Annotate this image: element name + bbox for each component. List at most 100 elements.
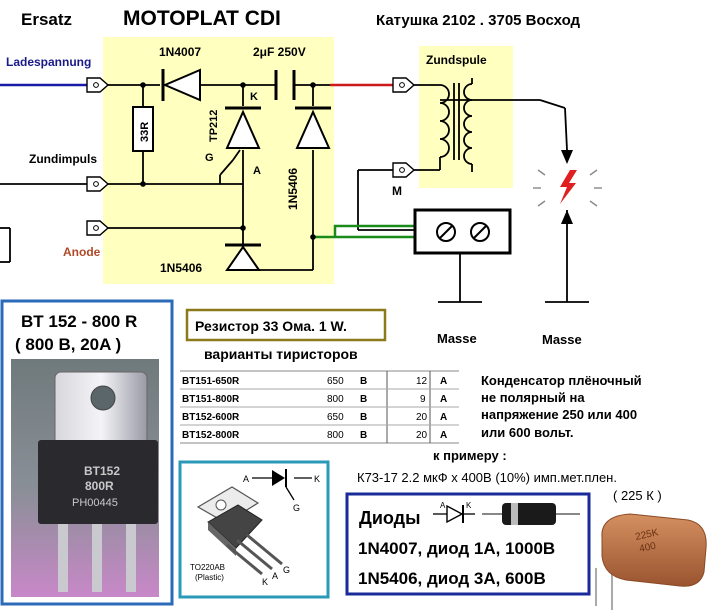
variant-name: BT152-800R: [182, 430, 240, 441]
diode-1n5406-upper: [295, 106, 331, 149]
diodes-sym-k: K: [466, 501, 472, 510]
variants-row-1: BT151-800R 800 B 9 A: [180, 394, 459, 408]
variant-v-unit: B: [360, 394, 367, 405]
variant-v-unit: B: [360, 430, 367, 441]
connector-ladespannung: [86, 77, 110, 93]
variant-voltage: 800: [327, 394, 344, 405]
to220-sym-g: G: [293, 503, 300, 513]
variants-row-2: BT152-600R 650 B 20 A: [180, 412, 459, 426]
bt152-title: BT 152 - 800 R: [21, 312, 137, 331]
variant-current: 12: [416, 376, 428, 387]
connector-anode: [86, 220, 110, 236]
to220-pin-a: A: [272, 571, 278, 581]
d2-label: 1N5406: [286, 168, 300, 210]
chip-mark-2: 800R: [85, 479, 114, 493]
resistor-33r: [132, 106, 154, 152]
variant-current: 20: [416, 412, 428, 423]
to220-package: TO220AB: [190, 563, 225, 572]
cap-note-line-4: или 600 вольт.: [481, 425, 574, 440]
terminal-block: [413, 208, 512, 255]
ignition-coil: [414, 78, 473, 172]
resistor-note: Резистор 33 Ома. 1 W.: [195, 318, 347, 334]
cap-code: ( 225 К ): [613, 488, 662, 503]
circuit-wires: [0, 84, 589, 303]
capacitor-symbol: [274, 70, 296, 100]
variants-row-3: BT152-800R 800 B 20 A: [182, 430, 447, 441]
diode-1n5406-lower: [225, 243, 261, 271]
bt152-rating: ( 800 B, 20A ): [15, 335, 121, 354]
diodes-line-2: 1N5406, диод 3А, 600В: [358, 569, 546, 588]
variants-table: BT151-650R 650 B 12 A BT151-800R 800 B 9…: [180, 370, 459, 444]
variant-voltage: 800: [327, 430, 344, 441]
to220-symbol: [252, 469, 312, 501]
junction-dots: [140, 82, 316, 240]
ersatz-label: Ersatz: [21, 10, 72, 29]
page-title: MOTOPLAT CDI: [123, 7, 281, 30]
cap-note-line-2: не полярный на: [481, 390, 585, 405]
variant-name: BT152-600R: [182, 412, 240, 423]
d1-label: 1N4007: [159, 45, 201, 59]
coil-model-label: Катушка 2102 . 3705 Восход: [376, 12, 581, 29]
variant-i-unit: A: [440, 412, 447, 423]
anode-pin-label: A: [253, 165, 261, 177]
coil-label: Zundspule: [426, 53, 487, 67]
cap-marking-1: 225K: [634, 527, 659, 543]
variant-voltage: 650: [327, 376, 344, 387]
variant-i-unit: A: [440, 376, 447, 387]
chip-mark-3: PH00445: [72, 497, 118, 509]
variant-voltage: 650: [327, 412, 344, 423]
connector-coil-m: [392, 162, 416, 178]
variant-name: BT151-800R: [182, 394, 240, 405]
cap-example-label: к примеру :: [433, 448, 507, 463]
cap-note-line-3: напряжение 250 или 400: [481, 407, 637, 422]
zundimpuls-label: Zundimpuls: [29, 152, 97, 166]
variant-name: BT151-650R: [182, 376, 240, 387]
to220-pin-g: G: [283, 565, 290, 575]
diodes-line-1: 1N4007, диод 1А, 1000В: [358, 539, 555, 558]
capacitor-label: 2μF 250V: [253, 45, 306, 59]
cathode-label: K: [250, 91, 258, 103]
cdi-board-area: [103, 37, 334, 284]
to220-package-drawing: [196, 486, 283, 576]
variant-v-unit: B: [360, 412, 367, 423]
variant-i-unit: A: [440, 394, 447, 405]
thyristor-tp212: [225, 106, 261, 161]
diode-component-photo: [482, 503, 580, 525]
to220-package-note: (Plastic): [195, 573, 224, 582]
ladespannung-label: Ladespannung: [6, 55, 91, 69]
output-green-wire-2: [333, 224, 415, 237]
chip-mark-1: BT152: [84, 464, 120, 478]
resistor-label: 33R: [139, 122, 151, 142]
variant-current: 20: [416, 430, 428, 441]
cap-note-line-1: Конденсатор плёночный: [481, 373, 642, 388]
to220-sym-k: K: [314, 474, 320, 484]
diodes-title: Диоды: [359, 508, 420, 528]
d3-label: 1N5406: [160, 261, 202, 275]
variant-current: 9: [420, 394, 426, 405]
coil-m-label: M: [392, 184, 402, 198]
bt152-photo: BT152 800R PH00445: [11, 359, 159, 597]
masse-label-2: Masse: [542, 332, 582, 347]
variant-v-unit: B: [360, 376, 367, 387]
film-capacitor-photo: 225K 400: [595, 513, 707, 610]
coil-area: [419, 46, 513, 188]
to220-box: [178, 460, 330, 599]
gate-label: G: [205, 152, 214, 164]
cap-marking-2: 400: [638, 541, 657, 555]
masse-label-1: Masse: [437, 331, 477, 346]
connector-coil-hv: [392, 77, 416, 93]
connector-zundimpuls: [86, 176, 110, 192]
diode-symbol-icon: [433, 504, 475, 524]
thyristor-label: TP212: [208, 110, 220, 142]
spark-plug-icon: [533, 150, 602, 238]
diode-1n4007: [161, 68, 201, 102]
variants-row-0: BT151-650R 650 B 12 A: [180, 376, 459, 390]
cap-example: К73-17 2.2 мкФ х 400В (10%) имп.мет.плен…: [357, 470, 617, 485]
anode-label: Anode: [63, 245, 101, 259]
resistor-note-box: [185, 308, 387, 342]
to220-sym-a: A: [243, 474, 249, 484]
variants-title: варианты тиристоров: [204, 346, 358, 362]
variant-i-unit: A: [440, 430, 447, 441]
diodes-sym-a: A: [440, 501, 446, 510]
